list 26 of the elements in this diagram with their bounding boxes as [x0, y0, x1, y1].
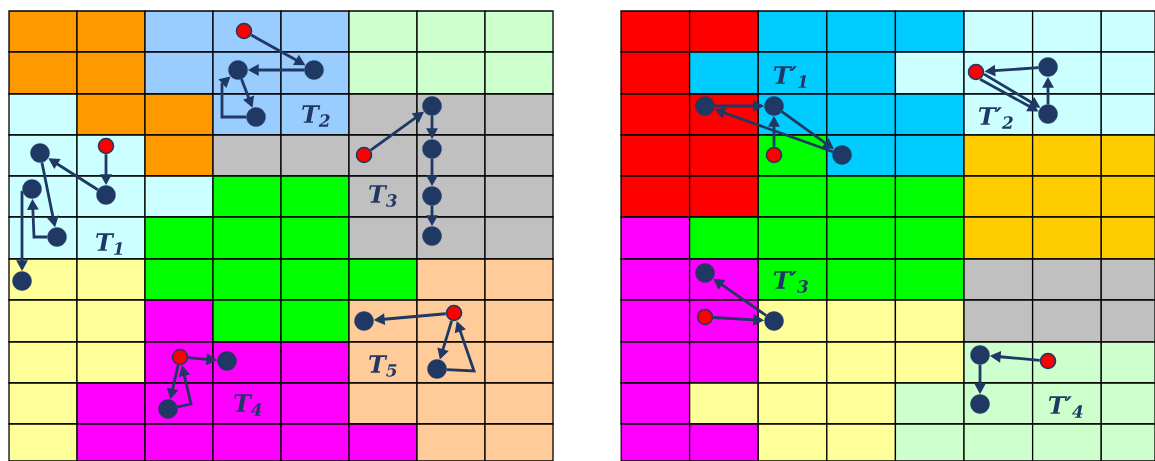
trajectory-label: T′$_{3}$: [773, 271, 808, 293]
start-dot: [765, 146, 783, 164]
trajectory-label: T′$_{2}$: [978, 107, 1013, 129]
trajectory-dot: [832, 145, 852, 165]
trajectory-label: T$_{2}$: [302, 105, 330, 127]
start-dot: [1039, 352, 1057, 370]
trajectory-label: T$_{4}$: [234, 394, 262, 416]
trajectory-dot: [304, 60, 324, 80]
trajectory-label: T′$_{1}$: [773, 66, 806, 88]
start-dot: [355, 146, 373, 164]
trajectory-dot: [695, 263, 715, 283]
start-dot: [171, 348, 189, 366]
trajectory-label: T$_{3}$: [369, 185, 397, 207]
trajectory-label: T′$_{4}$: [1048, 396, 1083, 418]
trajectory-dot: [1038, 104, 1058, 124]
start-dot: [97, 137, 115, 155]
start-dot: [445, 304, 463, 322]
trajectory-label: T$_{1}$: [96, 233, 122, 255]
trajectory-label: T$_{5}$: [369, 355, 397, 377]
trajectory-dot: [422, 96, 442, 116]
start-dot: [696, 308, 714, 326]
trajectory-dot: [30, 143, 50, 163]
start-dot: [967, 63, 985, 81]
trajectory-dot: [695, 96, 715, 116]
start-dot: [235, 22, 253, 40]
trajectory-dot: [246, 107, 266, 127]
